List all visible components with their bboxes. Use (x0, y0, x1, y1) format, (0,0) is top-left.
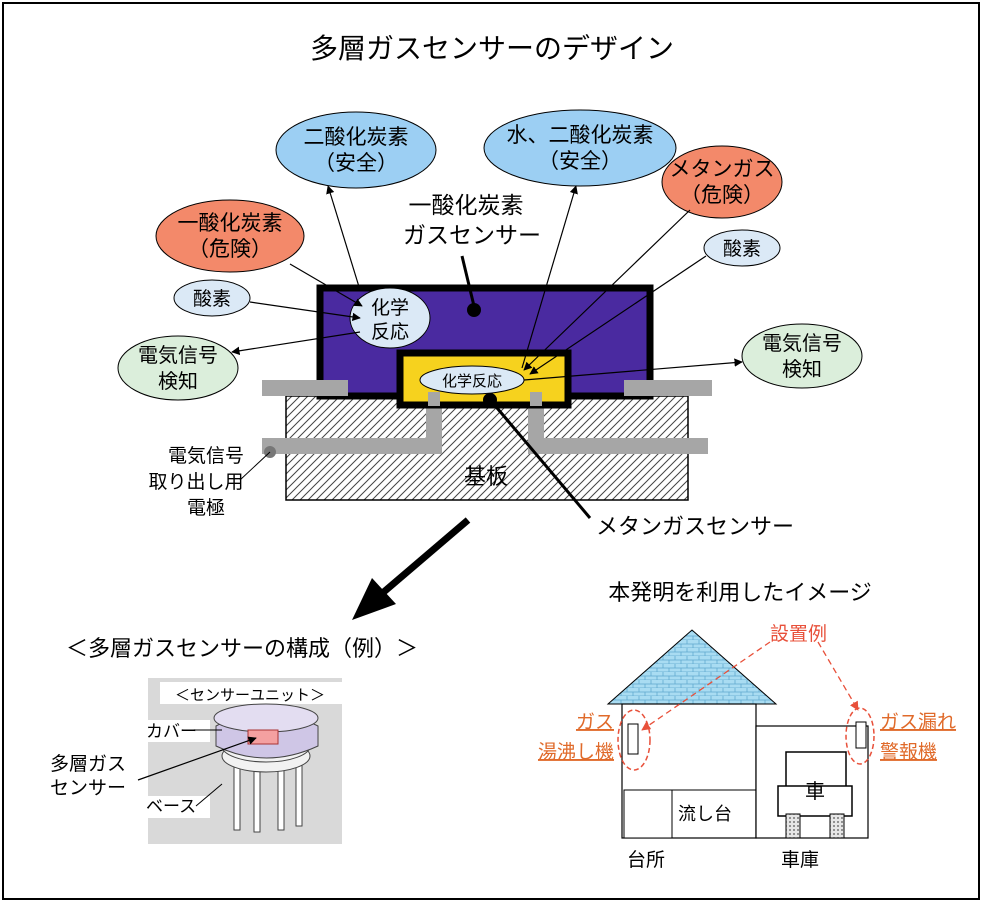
garage-label: 車庫 (781, 849, 819, 871)
bubble-signal-right-line2: 検知 (782, 357, 822, 381)
multilayer-label-line1: 多層ガス (50, 753, 126, 775)
reaction-left-line2: 反応 (371, 321, 409, 343)
co-sensor-pointer (460, 255, 476, 307)
bubble-oxygen-right-text: 酸素 (723, 238, 761, 260)
bubble-methane (661, 145, 783, 219)
multilayer-label-line2: センサー (50, 777, 126, 799)
gas-alarm-label-line2: 警報機 (880, 741, 937, 763)
bubble-co-line2: （危険） (188, 237, 272, 261)
electrode-label-line2: 取り出し用 (148, 471, 243, 493)
methane-sensor-label: メタンガスセンサー (596, 515, 794, 540)
bubble-co-line1: 一酸化炭素 (178, 211, 283, 235)
gas-heater-label-line1: ガス (576, 711, 614, 733)
install-arrow-heater (641, 641, 771, 731)
sink-cabinet (623, 789, 673, 839)
reaction-arrows (231, 185, 743, 381)
config-heading: ＜多層ガスセンサーの構成（例）＞ (66, 637, 418, 662)
install-example-label: 設置例 (770, 623, 827, 645)
bubble-oxygen-right (703, 229, 781, 267)
reaction-left-line1: 化学 (371, 297, 409, 319)
sensor-unit-drawing (213, 703, 319, 833)
electrode-lower-left (262, 438, 430, 454)
reaction-center-text: 化学反応 (442, 372, 502, 390)
bubble-signal-left-line2: 検知 (158, 369, 198, 393)
bubble-co (155, 199, 305, 273)
big-arrow-head (352, 578, 396, 620)
electrode-label-line1: 電気信号 (168, 445, 244, 467)
bubble-methane-line1: メタンガス (670, 157, 775, 181)
page-title: 多層ガスセンサーのデザイン (310, 32, 674, 65)
gas-alarm-highlight (845, 707, 875, 765)
bubble-signal-left-line1: 電気信号 (138, 343, 218, 367)
bubble-oxygen-left (173, 279, 251, 317)
gas-alarm-device (855, 721, 867, 749)
bubble-signal-right-line1: 電気信号 (762, 331, 842, 355)
gas-heater-device (627, 723, 639, 755)
methane-sensor-pointer (490, 401, 592, 519)
bubble-oxygen-left-text: 酸素 (193, 288, 231, 310)
electrode-top-left (262, 380, 348, 396)
co-sensor-dot (467, 303, 481, 317)
bubble-co2-right (483, 109, 677, 187)
cover-label: カバー (146, 722, 197, 742)
install-arrow-alarm (817, 641, 859, 711)
gas-heater-label-line2: 湯沸し機 (538, 741, 614, 763)
house-roof (606, 629, 778, 705)
electrode-label-line3: 電極 (187, 497, 225, 519)
substrate-label: 基板 (464, 465, 508, 490)
bubble-co2-left-line1: 二酸化炭素 (304, 125, 409, 149)
electrode-top-right (624, 380, 712, 396)
gas-heater-highlight (617, 709, 651, 771)
kitchen-label: 台所 (627, 849, 665, 871)
bubble-signal-right (741, 323, 863, 389)
co-sensor-label-line2: ガスセンサー (403, 223, 541, 249)
car-drawing (777, 751, 853, 839)
sink-label: 流し台 (678, 804, 732, 825)
reaction-bubble-left (349, 287, 431, 349)
house-heading: 本発明を利用したイメージ (608, 581, 872, 606)
gas-alarm-label-line1: ガス漏れ (880, 711, 956, 733)
bubble-co2-right-line1: 水、二酸化炭素 (507, 123, 654, 147)
car-label: 車 (805, 779, 825, 803)
co-sensor-label-line1: 一酸化炭素 (409, 193, 524, 219)
bubble-signal-left (117, 335, 239, 401)
base-label: ベース (146, 797, 196, 817)
unit-label: ＜センサーユニット＞ (175, 686, 325, 704)
big-arrow-shaft (369, 517, 471, 605)
bubble-methane-line2: （危険） (680, 183, 764, 207)
bubble-co2-right-line2: （安全） (538, 149, 622, 173)
bubble-co2-left (275, 111, 437, 189)
electrode-lower-right (528, 438, 708, 454)
bubble-co2-left-line2: （安全） (314, 151, 398, 175)
